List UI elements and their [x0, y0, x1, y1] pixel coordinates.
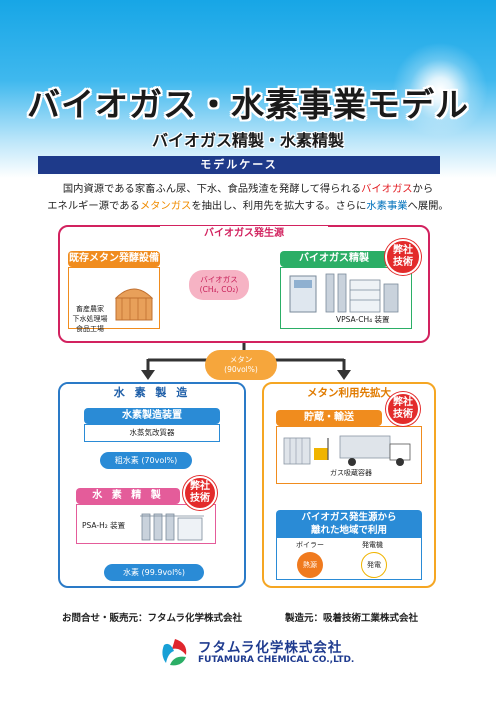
generator-label: 発電機 [362, 541, 383, 549]
hydrogen-device-title: 水素製造装置 [84, 408, 220, 424]
hydrogen-refine-title: 水 素 精 製 [76, 488, 180, 504]
biogas-source-header: バイオガス発生源 [160, 226, 328, 241]
psa-label: PSA-H₂ 装置 [82, 521, 126, 530]
contact-seller: お問合せ・販売元：フタムラ化学株式会社 [62, 613, 243, 624]
highlight-hydrogen: 水素事業 [366, 200, 408, 212]
storage-transport-title: 貯蔵・輸送 [276, 410, 382, 426]
intro-line-1: 国内資源である家畜ふん尿、下水、食品残渣を発酵して得られるバイオガスから [62, 183, 434, 195]
vpsa-label: VPSA-CH₄ 装置 [336, 315, 390, 324]
biogas-cloud: バイオガス (CH₄, CO₂) [189, 270, 249, 300]
crude-hydrogen-pill: 粗水素 (70vol%) [100, 452, 192, 469]
our-technology-badge: 弊社技術 [385, 239, 421, 275]
futamura-logo-icon [162, 639, 187, 666]
hydrogen-production-header: 水 素 製 造 [60, 384, 244, 402]
source-list: 畜産農家 下水処理場 食品工場 [70, 304, 110, 334]
truck-and-containers-icon [283, 435, 411, 466]
model-case-band: モデルケース [38, 156, 440, 174]
power-generation-icon: 発電 [361, 552, 387, 578]
highlight-biogas: バイオガス [361, 183, 413, 195]
intro-line-2: エネルギー源であるメタンガスを抽出し、利用先を拡大する。さらに水素事業へ展開。 [47, 200, 449, 212]
highlight-methane: メタンガス [139, 200, 192, 212]
pure-hydrogen-pill: 水素 (99.9vol%) [104, 564, 204, 581]
our-technology-badge: 弊社技術 [386, 392, 420, 426]
psa-equipment-icon [140, 513, 204, 541]
gas-container-label: ガス吸蔵容器 [330, 469, 372, 477]
digester-tank-icon [114, 288, 154, 321]
our-technology-badge: 弊社技術 [183, 476, 217, 510]
remote-use-title: バイオガス発生源から 離れた地域で利用 [276, 510, 422, 538]
methane-cloud: メタン (90vol%) [205, 350, 277, 380]
existing-facility-title: 既存メタン発酵設備 [68, 251, 160, 267]
vpsa-equipment-icon [289, 273, 399, 313]
steam-reformer-label: 水蒸気改質器 [84, 424, 220, 442]
source-item: 下水処理場 [72, 315, 108, 323]
page-subtitle: バイオガス精製・水素精製 [151, 131, 344, 150]
source-item: 畜産農家 [76, 305, 104, 313]
manufacturer: 製造元：吸着技術工業株式会社 [285, 613, 419, 624]
heat-source-icon: 熱源 [297, 552, 323, 578]
boiler-label: ボイラー [296, 541, 324, 549]
company-name-en: FUTAMURA CHEMICAL CO.,LTD. [198, 655, 355, 665]
company-name-jp: フタムラ化学株式会社 [198, 640, 343, 656]
page-title: バイオガス・水素事業モデル [27, 85, 469, 124]
source-item: 食品工場 [76, 325, 104, 333]
methane-expansion-header: メタン利用先拡大 [307, 387, 391, 399]
sun-flare-icon [392, 42, 488, 138]
biogas-refine-title: バイオガス精製 [280, 251, 388, 267]
